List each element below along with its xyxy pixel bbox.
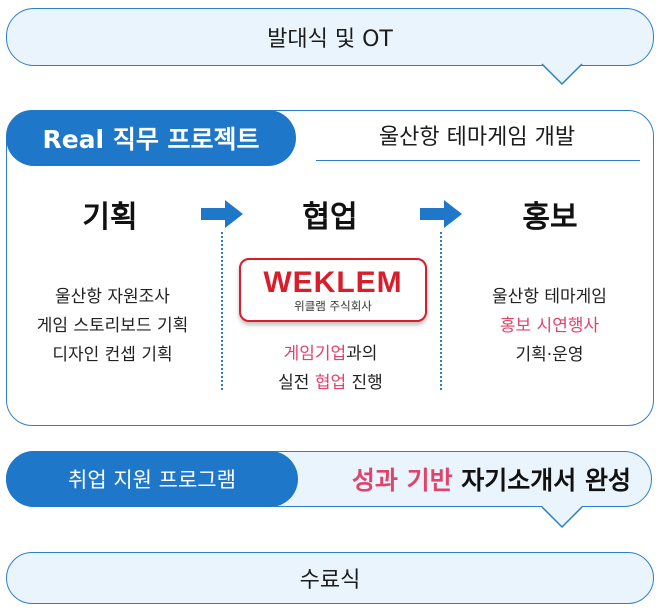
project-subtitle: 울산항 테마게임 개발 bbox=[318, 119, 636, 151]
planning-title-text: 기획 bbox=[78, 192, 142, 236]
project-title: Real 직무 프로젝트 bbox=[42, 125, 260, 154]
column-promo-text: 울산항 테마게임 홍보 시연행사 기획·운영 bbox=[447, 283, 652, 370]
arrow-right-icon bbox=[201, 200, 243, 228]
column-promo-title: 홍보 bbox=[470, 192, 630, 236]
planning-line-3: 디자인 컨셉 기획 bbox=[52, 345, 173, 365]
planning-line-2: 게임 스토리보드 기획 bbox=[36, 316, 189, 336]
graduation-label: 수료식 bbox=[299, 568, 361, 593]
subtitle-underline bbox=[316, 160, 640, 161]
collab-line-1-highlight: 게임기업 bbox=[283, 344, 347, 364]
promo-line-2: 홍보 시연행사 bbox=[499, 316, 600, 336]
result-highlight: 성과 기반 bbox=[351, 466, 453, 495]
job-support-pill: 취업 지원 프로그램 bbox=[6, 451, 298, 507]
kickoff-box: 발대식 및 OT bbox=[6, 8, 654, 66]
collab-line-1-rest: 과의 bbox=[346, 344, 378, 364]
result-rest: 자기소개서 완성 bbox=[452, 466, 631, 495]
promo-line-1: 울산항 테마게임 bbox=[492, 287, 607, 307]
promo-line-3: 기획·운영 bbox=[515, 345, 584, 365]
kickoff-pointer bbox=[541, 63, 583, 86]
collab-line-1: 게임기업과의 bbox=[228, 340, 433, 369]
collab-line-2-pre: 실전 bbox=[278, 373, 315, 393]
planning-line-1: 울산항 자원조사 bbox=[55, 287, 170, 307]
weklem-logo-subtitle: 위클램 주식회사 bbox=[294, 299, 372, 313]
weklem-logo-text: WEKLEM bbox=[263, 266, 403, 299]
column-collab-title: 협업 bbox=[250, 192, 410, 236]
project-subtitle-text: 울산항 테마게임 개발 bbox=[378, 125, 576, 150]
collab-title-text: 협업 bbox=[298, 192, 362, 236]
project-title-pill: Real 직무 프로젝트 bbox=[6, 110, 296, 166]
job-support-label: 취업 지원 프로그램 bbox=[68, 468, 236, 492]
graduation-box: 수료식 bbox=[6, 552, 654, 604]
collab-line-2-post: 진행 bbox=[346, 373, 383, 393]
arrow-right-icon bbox=[420, 200, 462, 228]
job-support-pointer bbox=[541, 506, 583, 529]
column-collab-text: 게임기업과의 실전 협업 진행 bbox=[228, 340, 433, 398]
collab-line-2: 실전 협업 진행 bbox=[228, 369, 433, 398]
column-planning-title: 기획 bbox=[30, 192, 190, 236]
promo-title-text: 홍보 bbox=[518, 192, 582, 236]
column-planning-text: 울산항 자원조사 게임 스토리보드 기획 디자인 컨셉 기획 bbox=[10, 283, 215, 370]
divider-dotted-1 bbox=[221, 232, 223, 390]
divider-dotted-2 bbox=[440, 232, 442, 390]
collab-line-2-highlight: 협업 bbox=[314, 373, 347, 393]
weklem-logo: WEKLEM 위클램 주식회사 bbox=[239, 258, 427, 322]
kickoff-label: 발대식 및 OT bbox=[267, 27, 393, 52]
job-support-result: 성과 기반 자기소개서 완성 bbox=[352, 461, 631, 497]
